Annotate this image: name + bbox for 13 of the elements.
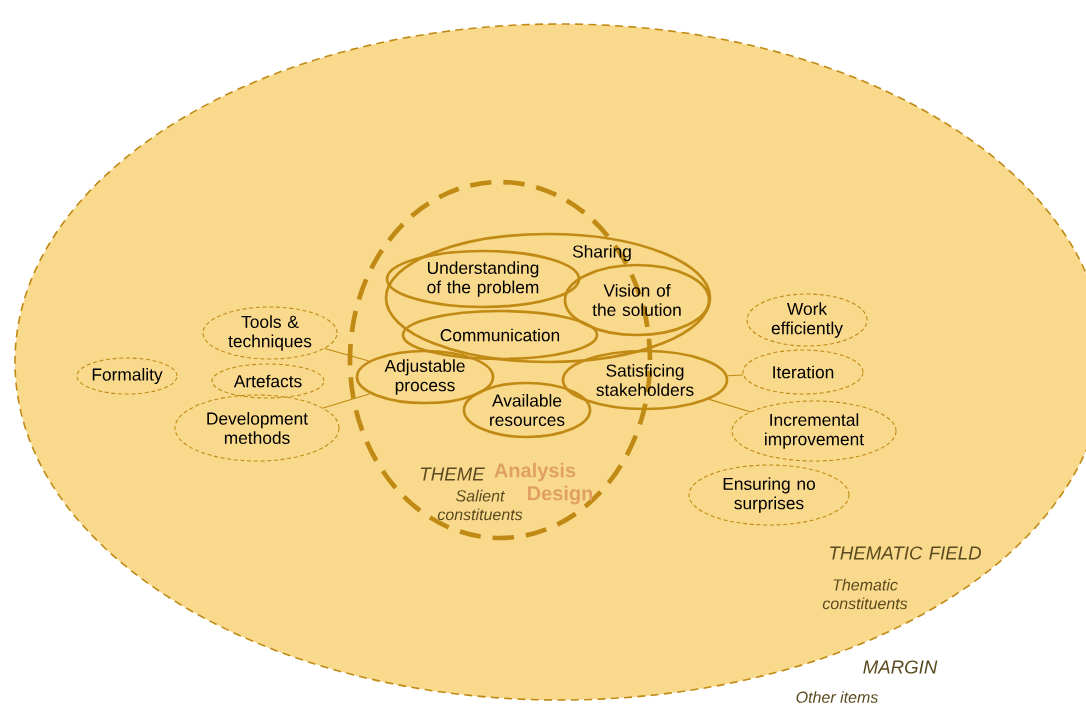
overlay-word: Analysis: [494, 462, 576, 482]
heading: THEMATIC FIELD: [830, 546, 981, 560]
connector-line: [708, 398, 751, 413]
group-label: Sharing: [572, 244, 631, 262]
connector-line: [727, 374, 744, 377]
connector-line: [324, 348, 370, 362]
subheading: Other items: [796, 691, 878, 703]
subheading: Thematic constituents: [822, 578, 908, 610]
heading: MARGIN: [863, 660, 938, 674]
subheading: Salient constituents: [437, 489, 523, 521]
connector-line: [322, 393, 371, 409]
heading: THEME: [421, 467, 485, 481]
overlay-word: Design: [528, 485, 593, 505]
